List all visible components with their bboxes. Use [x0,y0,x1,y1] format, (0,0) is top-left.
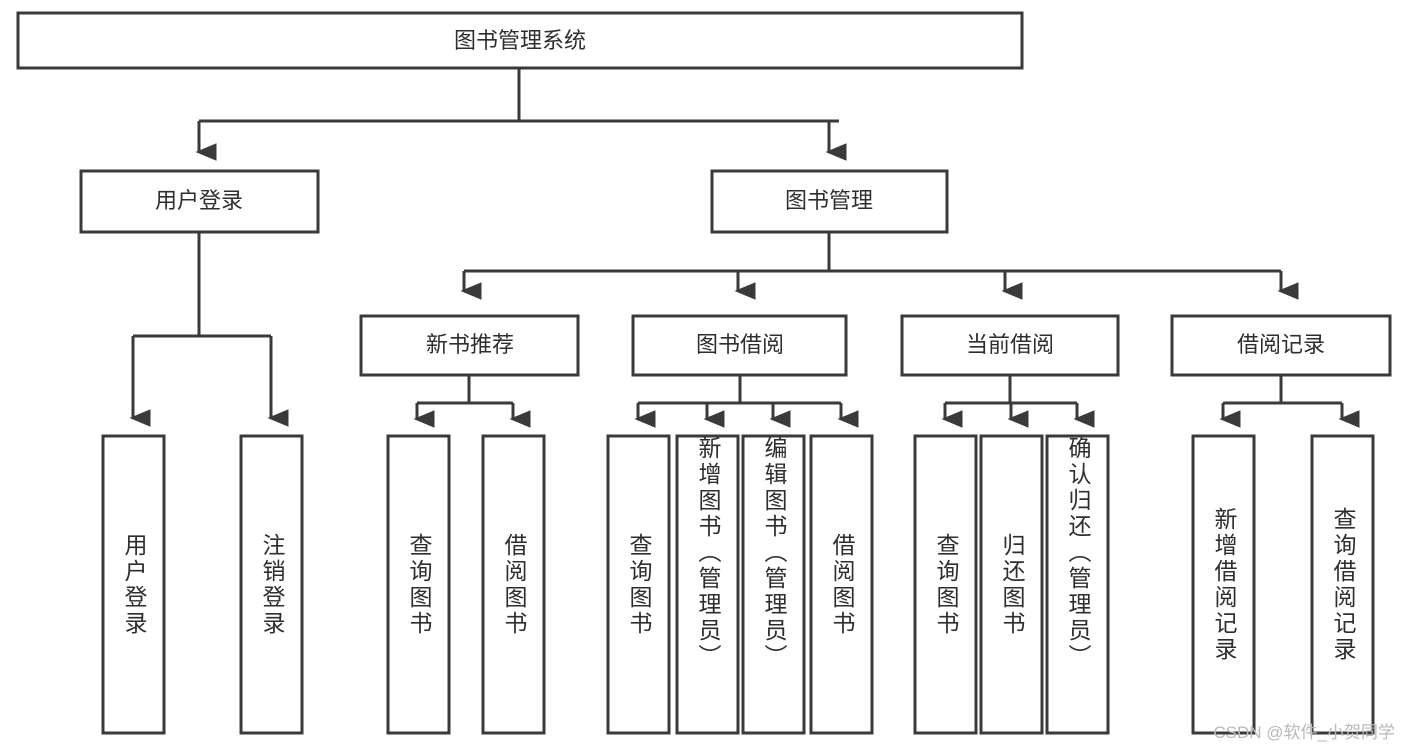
node-new-book-recommend-label: 新书推荐 [426,332,514,357]
connector-borrowrecord-to-leaves [1219,375,1360,428]
leaf-rect-nb-borrow-book[interactable] [481,434,546,735]
connector-bookmgmt-to-level3 [460,232,1299,300]
leaf-rect-cb-confirm-return[interactable] [1045,434,1110,735]
node-current-borrow-label: 当前借阅 [966,332,1054,357]
node-root-label: 图书管理系统 [454,28,586,53]
node-borrow-record-label: 借阅记录 [1237,332,1325,357]
connector-currentborrow-to-leaves [941,375,1095,428]
connector-root-to-level2 [195,68,847,161]
leaf-rects [101,434,1375,735]
node-book-management[interactable]: 图书管理 [710,169,949,234]
leaf-rect-br-query-record[interactable] [1310,434,1375,735]
connector-userlogin-to-leaves [129,232,289,427]
connector-newbook-to-leaves [413,375,531,428]
leaf-rect-bb-borrow-book[interactable] [809,434,874,735]
leaf-rect-nb-query-book[interactable] [386,434,451,735]
leaf-rect-bb-edit-book[interactable] [741,434,806,735]
node-borrow-record[interactable]: 借阅记录 [1170,314,1392,377]
leaf-rect-bb-add-book[interactable] [675,434,740,735]
node-book-borrow[interactable]: 图书借阅 [631,314,848,377]
leaf-rect-logout[interactable] [239,434,304,735]
leaf-rect-br-add-record[interactable] [1191,434,1256,735]
node-book-borrow-label: 图书借阅 [696,332,784,357]
leaf-rect-user-login[interactable] [101,434,166,735]
node-current-borrow[interactable]: 当前借阅 [900,314,1120,377]
leaf-rect-cb-return-book[interactable] [979,434,1044,735]
node-root[interactable]: 图书管理系统 [16,11,1024,70]
connector-bookborrow-to-leaves [634,375,859,428]
node-book-management-label: 图书管理 [785,188,873,213]
node-user-login[interactable]: 用户登录 [79,169,320,234]
leaf-rect-cb-query-book[interactable] [913,434,978,735]
leaf-rect-bb-query-book[interactable] [606,434,671,735]
node-user-login-label: 用户登录 [155,188,243,213]
node-new-book-recommend[interactable]: 新书推荐 [359,314,580,377]
watermark: CSDN @软件_小贺同学 [1213,723,1395,742]
